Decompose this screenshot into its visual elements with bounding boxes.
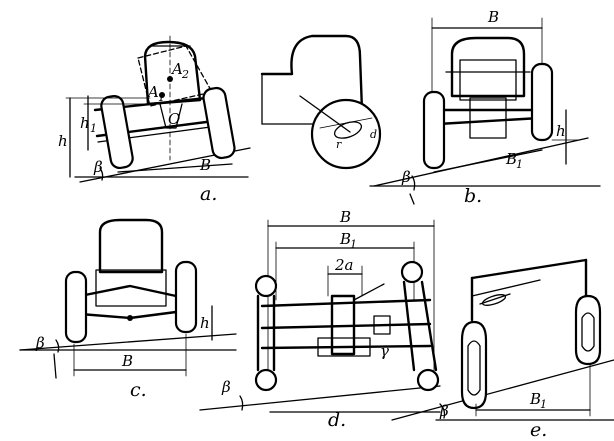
label-b1-sub: 1 [350,238,357,251]
engine-body [98,218,164,274]
beta-arc [239,395,244,411]
left-wheel-bottom [254,368,278,392]
pivot-support [159,103,183,129]
left-wheel [64,270,88,344]
link-1 [260,298,432,308]
panel-c: β B h c. [19,218,237,401]
upper-arm [353,283,385,301]
left-wheel-top [254,274,278,298]
label-h: h [58,132,68,150]
beta-arc [439,403,446,419]
right-wheel-bottom [416,368,440,392]
label-beta: β [221,378,231,396]
engine-lower [95,269,167,307]
engine-body [143,40,202,106]
upper-link [78,284,178,298]
label-a2: A [170,60,183,78]
point-a2 [167,76,173,82]
point-a1 [159,92,165,98]
beta-arc [99,167,104,181]
beta-arrow [409,193,415,205]
right-wheel [174,260,198,334]
tilted-body-outline [137,45,213,107]
label-beta: β [439,402,449,420]
label-b1-sub: 1 [540,398,547,411]
left-wheel [100,94,134,170]
link-2 [260,322,432,330]
slope-line [19,333,237,351]
label-a2-sub: 2 [181,68,189,81]
beta-arrow [53,353,57,379]
panel-b: B B 1 h β b. [369,8,601,207]
label-gamma: γ [380,342,389,360]
cylinder-body [481,294,507,306]
caption-a: a. [200,183,217,205]
left-track [256,294,276,372]
label-b1-sub: 1 [516,158,523,171]
label-h: h [200,314,210,332]
dim-b1 [433,149,543,173]
label-beta: β [93,158,103,176]
side-view: r d [260,34,382,170]
label-b1: B [339,230,351,248]
label-b1: B [529,390,541,408]
label-b: B [339,208,351,226]
label-r: r [336,138,342,151]
label-d: d [370,128,377,141]
caption-c: c. [130,379,147,401]
slope-line [391,359,614,421]
engine-grille [459,59,517,101]
pivot-point [127,315,133,321]
label-a1: A [146,83,159,101]
label-beta: β [401,168,411,186]
right-track [402,280,438,372]
label-b: B [487,8,499,26]
label-2a: 2a [334,256,354,274]
label-b: B [199,156,211,174]
frame-top [470,258,588,280]
side-arm [319,117,373,129]
dim-b [117,163,233,173]
right-wheel-inner [581,312,595,352]
beta-arc [411,175,416,191]
label-beta: β [35,334,45,352]
beta-arc [55,339,60,353]
side-link [299,95,351,133]
label-h1: h [80,114,90,132]
gearbox [469,97,507,139]
axle-lower [436,116,542,126]
panel-a: A 1 A 2 O h h 1 β B a. [58,35,251,205]
label-a1-sub: 1 [158,91,165,104]
engine-body [450,36,526,98]
caption-b: b. [464,185,482,207]
side-body [260,34,364,112]
label-o: O [168,110,180,128]
frame-mid [471,279,541,297]
panel-d: B B 1 2a γ β d. [199,208,441,431]
right-wheel-top [400,260,424,284]
caption-d: d. [328,409,346,431]
right-wheel [202,86,236,160]
right-wheel [530,62,554,142]
panel-e: B 1 β e. [391,258,614,441]
right-wheel [574,294,602,366]
caption-e: e. [530,419,547,441]
label-h: h [556,122,566,140]
left-wheel-inner [467,340,481,396]
label-b1: B [505,150,517,168]
label-h1-sub: 1 [90,122,97,135]
slope-line [199,385,441,411]
label-b: B [121,352,133,370]
link-3 [260,344,432,350]
left-wheel [422,90,446,170]
